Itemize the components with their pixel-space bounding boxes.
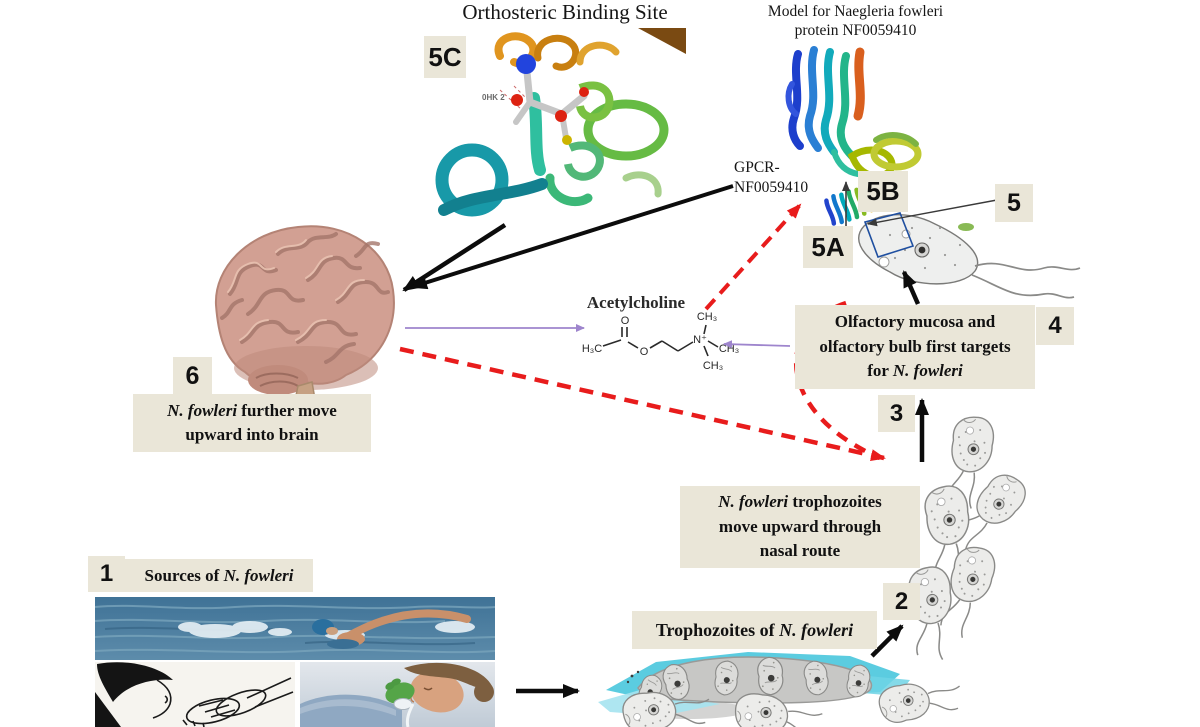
brain-move-line2: upward into brain xyxy=(185,425,319,444)
arrow-binding-site-to-brain xyxy=(402,223,507,292)
step-label-2: 2 xyxy=(883,583,920,620)
step-label-6: 6 xyxy=(173,357,212,396)
step-label-5a: 5A xyxy=(803,226,853,268)
step-label-3: 3 xyxy=(878,395,915,432)
step-label-5b: 5B xyxy=(858,171,908,212)
membrane-region-outline xyxy=(863,212,915,258)
olfactory-target-box: Olfactory mucosa and olfactory bulb firs… xyxy=(795,305,1035,389)
gpcr-label: GPCR- NF0059410 xyxy=(734,158,834,198)
step-label-5: 5 xyxy=(995,184,1033,222)
brown-ribbon-fragment xyxy=(638,28,686,54)
brain-illustration xyxy=(214,225,395,406)
orthosteric-binding-site-image: 0HK 2 xyxy=(430,28,686,218)
trophozoites-pre: Trophozoites of xyxy=(655,619,780,640)
gpcr-label-line2: NF0059410 xyxy=(734,179,809,197)
nitrogen-atom xyxy=(516,54,536,74)
sources-label-group: 1 Sources of N. fowleri xyxy=(88,556,313,592)
swimmer-arm xyxy=(343,609,471,641)
atom-n-plus: N⁺ xyxy=(693,334,707,346)
model-title-line1: Model for Naegleria fowleri xyxy=(767,3,944,20)
orthosteric-title: Orthosteric Binding Site xyxy=(462,0,668,24)
atom-ch3-top: CH₃ xyxy=(697,311,717,323)
acetylcholine-label: Acetylcholine xyxy=(586,293,686,312)
atom-h3c: H₃C xyxy=(582,343,602,355)
model-title: Model for Naegleria fowleri protein NF00… xyxy=(738,2,973,41)
nasal-route-box: N. fowleri trophozoites move upward thro… xyxy=(680,486,920,568)
nasal-route-line1: trophozoites xyxy=(788,492,882,512)
flagellum xyxy=(974,262,1081,271)
arrow-brain-to-nasal xyxy=(399,346,886,461)
brain-move-box: N. fowleri further move upward into brai… xyxy=(133,394,371,452)
nasal-route-species: N. fowleri xyxy=(718,492,789,512)
protein-model-image xyxy=(785,46,922,180)
olfactory-line2: olfactory bulb first targets xyxy=(819,336,1011,356)
arrow-up-to-amoeba xyxy=(901,270,921,305)
arrow-step2-up xyxy=(870,624,904,658)
trophozoites-label-box: Trophozoites of N. fowleri xyxy=(632,611,877,649)
arrow-acetylcholine-to-gpcr xyxy=(704,203,802,311)
arrow-olfactory-to-acetylcholine xyxy=(723,340,791,349)
olfactory-line3-species: N. fowleri xyxy=(892,361,963,381)
sources-species: N. fowleri xyxy=(223,565,294,585)
arrow-gpcr-to-brain xyxy=(410,184,734,290)
step-label-5c: 5C xyxy=(424,36,466,78)
ligand-code-label: 0HK 2 xyxy=(482,93,505,102)
nasal-route-line2: move upward through xyxy=(718,516,882,536)
step-label-1: 1 xyxy=(88,556,125,592)
nasal-route-line3: nasal route xyxy=(759,541,841,561)
gpcr-label-line1: GPCR- xyxy=(734,159,780,176)
sources-pre: Sources of xyxy=(144,565,224,585)
atom-ester-o: O xyxy=(640,346,649,358)
trophozoites-species: N. fowleri xyxy=(779,619,854,640)
sources-label-box: Sources of N. fowleri xyxy=(125,559,313,592)
arrow-5-to-amoeba xyxy=(867,199,998,227)
model-title-line2: protein NF0059410 xyxy=(794,22,917,40)
flagellum xyxy=(971,274,1075,299)
nasal-irrigation-image xyxy=(300,662,495,727)
face-washing-sketch xyxy=(95,662,295,727)
atom-ch3-bottom: CH₃ xyxy=(703,360,723,372)
brain-move-line1: further move xyxy=(237,401,337,421)
trophozoite-cluster-image xyxy=(598,652,910,719)
step-label-4: 4 xyxy=(1036,307,1074,345)
brain-move-species: N. fowleri xyxy=(167,401,238,421)
olfactory-line1: Olfactory mucosa and xyxy=(834,312,996,332)
amoeba-column xyxy=(906,413,1033,663)
atom-carbonyl-o: O xyxy=(621,315,630,327)
swimmer-photo xyxy=(95,597,495,660)
amoeba-bottom-row xyxy=(620,674,965,727)
olfactory-line3-pre: for xyxy=(867,361,893,381)
acetylcholine-structure: H₃C O O N⁺ CH₃ CH₃ CH₃ xyxy=(582,311,739,372)
